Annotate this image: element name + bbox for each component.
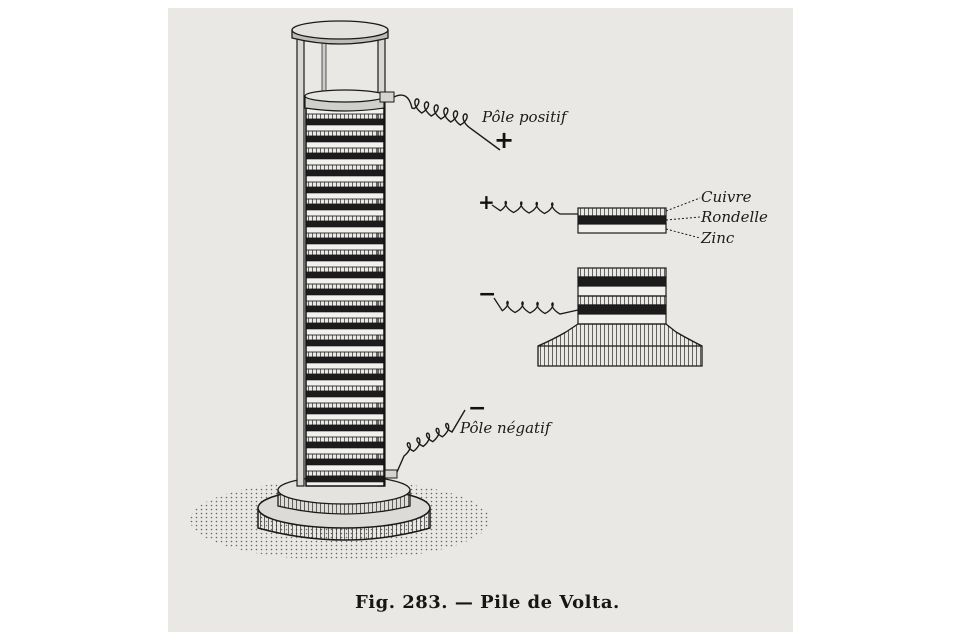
stack-disc (305, 396, 385, 404)
stack-disc (305, 379, 385, 387)
stack-disc (305, 288, 385, 296)
stack-disc (305, 260, 385, 268)
negative-wire-coil (396, 409, 466, 473)
stack-disc (305, 203, 385, 211)
stack-disc (305, 328, 385, 336)
disc-stack (305, 107, 385, 487)
stack-disc (305, 339, 385, 347)
stack-disc (305, 164, 385, 171)
stack-disc (305, 186, 385, 194)
small-pile-detail (493, 267, 703, 367)
stack-disc (305, 373, 385, 381)
plus-sign-detail: + (478, 190, 495, 214)
stack-disc (305, 215, 385, 222)
stack-disc (305, 271, 385, 279)
top-cap (291, 20, 389, 45)
stack-disc (305, 130, 385, 137)
positive-terminal (304, 89, 501, 151)
stack-disc (305, 300, 385, 307)
stack-disc (305, 430, 385, 438)
stack-disc (305, 436, 385, 443)
stack-disc (305, 441, 385, 449)
stack-disc (305, 402, 385, 409)
stack-disc (305, 475, 385, 483)
stack-disc (305, 277, 385, 285)
stack-disc (305, 232, 385, 239)
stack-disc (305, 158, 385, 166)
stack-disc (305, 322, 385, 330)
stack-disc (305, 169, 385, 177)
minus-sign-detail: − (478, 282, 497, 307)
stack-disc (305, 209, 385, 217)
stack-disc (305, 118, 385, 126)
stack-disc (305, 470, 385, 477)
positive-wire-coil (393, 94, 501, 151)
stack-disc (305, 345, 385, 353)
stack-disc (305, 390, 385, 398)
stack-disc (305, 237, 385, 245)
stack-disc (305, 385, 385, 392)
stack-disc (305, 294, 385, 302)
element-detail (491, 197, 701, 239)
label-zinc: Zinc (701, 229, 735, 247)
stack-disc (305, 198, 385, 205)
stack-disc (305, 283, 385, 290)
stack-disc (305, 249, 385, 256)
stack-disc (305, 334, 385, 341)
stack-disc (305, 413, 385, 421)
stack-disc (305, 152, 385, 160)
stack-disc (305, 220, 385, 228)
stack-disc (305, 311, 385, 319)
label-rondelle: Rondelle (701, 208, 768, 226)
stack-disc (305, 356, 385, 364)
label-pole-negatif: Pôle négatif (460, 419, 551, 437)
stack-disc (305, 192, 385, 200)
stack-disc (305, 351, 385, 358)
negative-terminal (384, 409, 466, 479)
stack-disc (305, 419, 385, 426)
figure-caption: Fig. 283. — Pile de Volta. (355, 592, 620, 613)
stack-disc (305, 243, 385, 251)
label-pole-positif: Pôle positif (482, 108, 567, 126)
stack-disc (305, 464, 385, 472)
stack-disc (305, 181, 385, 188)
stack-disc (305, 124, 385, 132)
stack-disc (305, 362, 385, 370)
stack-disc (305, 407, 385, 415)
stack-disc (305, 317, 385, 324)
stack-disc (305, 368, 385, 375)
label-cuivre: Cuivre (701, 188, 752, 206)
stack-disc (305, 113, 385, 120)
stack-disc (305, 453, 385, 460)
minus-sign-negative-pole: − (468, 396, 487, 421)
stack-disc (305, 226, 385, 234)
stack-disc (305, 266, 385, 273)
stack-disc (305, 305, 385, 313)
stack-disc (305, 175, 385, 183)
stack-disc (305, 135, 385, 143)
stack-disc (305, 147, 385, 154)
plus-sign-positive-pole: + (494, 126, 515, 154)
stack-disc (305, 254, 385, 262)
stack-disc (305, 141, 385, 149)
stack-disc (305, 458, 385, 466)
stack-disc (305, 447, 385, 455)
stack-disc (305, 424, 385, 432)
